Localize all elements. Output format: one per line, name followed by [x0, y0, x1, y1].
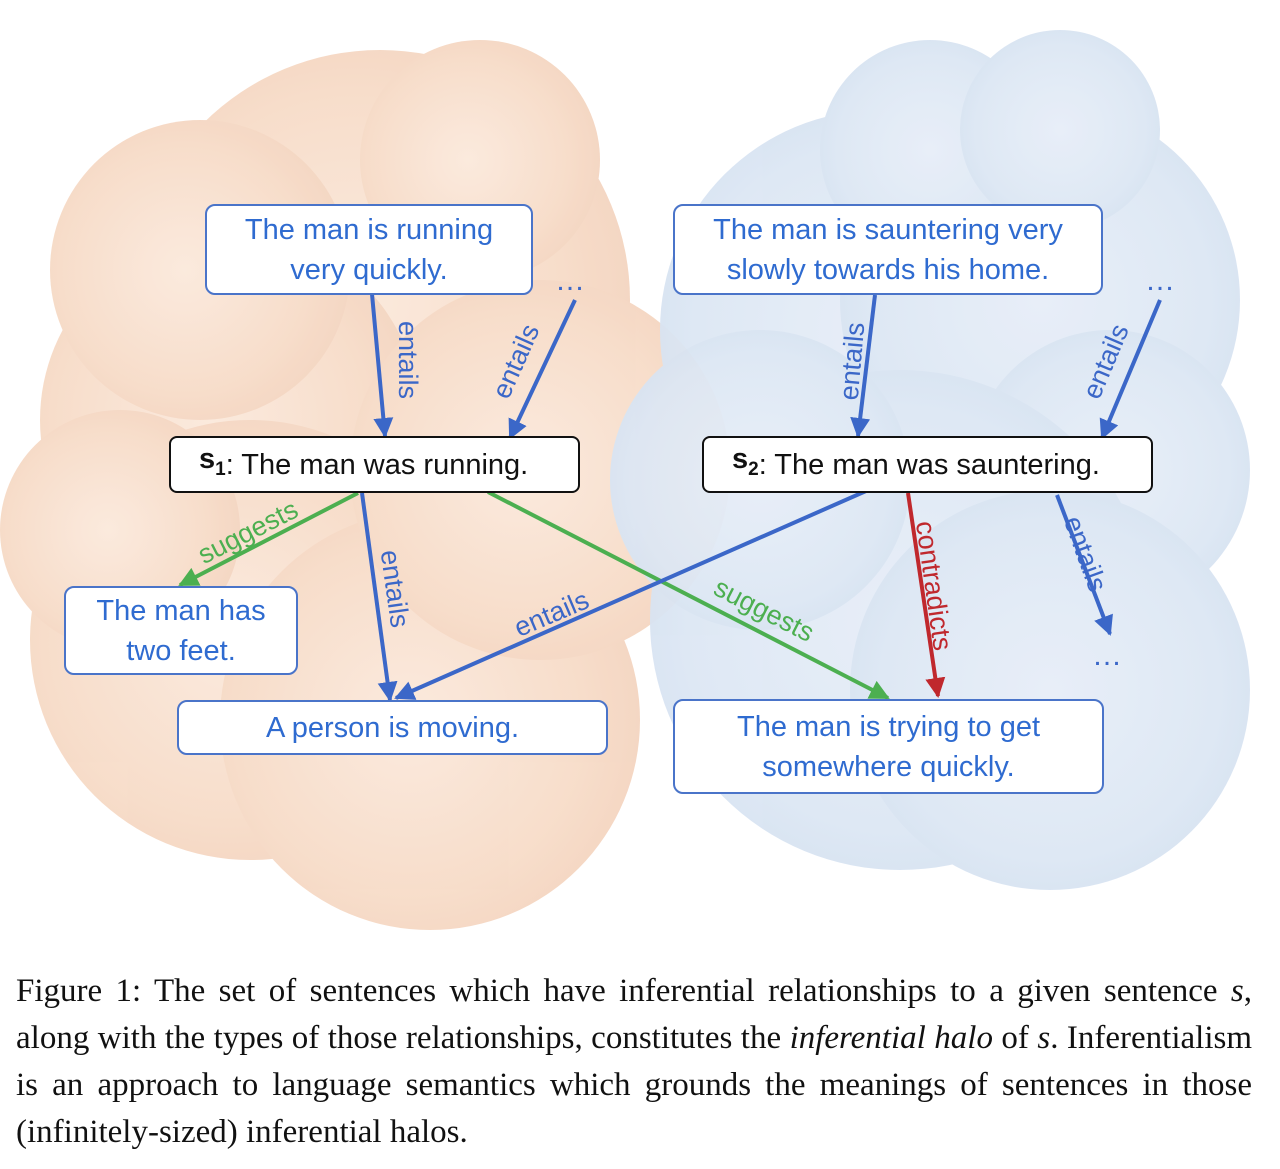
- node-sauntering-slowly-text: The man is sauntering very slowly toward…: [713, 213, 1063, 286]
- node-trying-to-get-text: The man is trying to get somewhere quick…: [736, 710, 1041, 783]
- edge-s1-suggests-twofeet: [178, 491, 359, 587]
- node-s2: s2: The man was sauntering.: [702, 436, 1153, 493]
- edge-ellipsis-entails-s2: [1099, 299, 1162, 440]
- figure-caption: Figure 1: The set of sentences which hav…: [16, 973, 1253, 1150]
- node-two-feet-text: The man has two feet.: [96, 594, 266, 667]
- ellipsis-bottom-right: …: [1092, 639, 1122, 672]
- edge-s1-suggests-trying: [487, 490, 890, 700]
- node-trying-to-get: The man is trying to get somewhere quick…: [673, 699, 1104, 794]
- edge-runquick-entails-s1: [370, 293, 394, 438]
- node-running-quickly-text: The man is running very quickly.: [244, 213, 494, 286]
- node-s2-text: : The man was sauntering.: [758, 448, 1100, 481]
- edge-s2-entails-moving: [394, 489, 867, 700]
- node-sauntering-slowly: The man is sauntering very slowly toward…: [673, 204, 1103, 295]
- node-s1-id: s1: [199, 443, 226, 480]
- node-two-feet: The man has two feet.: [64, 586, 298, 675]
- label-entails-1: entails: [393, 321, 423, 399]
- ellipsis-top-right: …: [1145, 264, 1175, 297]
- node-s1: s1: The man was running.: [169, 436, 580, 493]
- node-s1-text: : The man was running.: [225, 448, 529, 481]
- node-running-quickly: The man is running very quickly.: [205, 204, 533, 295]
- edge-s2-contradicts-trying: [906, 492, 946, 698]
- edge-s1-entails-moving: [360, 492, 398, 702]
- node-person-moving: A person is moving.: [177, 700, 608, 755]
- label-entails-3: entails: [834, 321, 871, 401]
- node-s2-id: s2: [732, 443, 759, 480]
- edge-saunter-entails-s2: [850, 294, 877, 438]
- ellipsis-top-left: …: [555, 264, 585, 297]
- node-person-moving-text: A person is moving.: [265, 711, 520, 744]
- inferential-halo-diagram: entails entails entails entails suggests…: [0, 30, 1250, 930]
- edge-ellipsis-entails-s1: [508, 299, 577, 440]
- edge-s2-entails-ellipsis: [1055, 494, 1113, 636]
